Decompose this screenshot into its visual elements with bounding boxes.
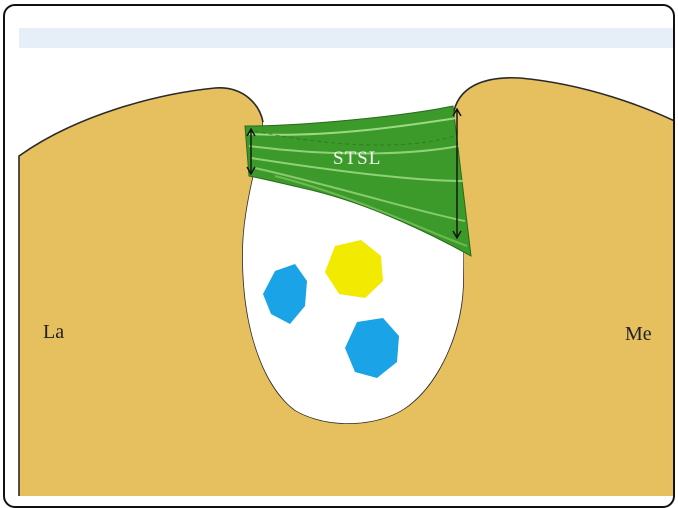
right-side-label: Me <box>625 323 652 345</box>
figure-frame: STSL La Me <box>3 4 675 508</box>
anatomy-diagram: STSL La Me <box>5 6 675 496</box>
ligament-label: STSL <box>333 148 381 169</box>
left-side-label: La <box>43 321 64 343</box>
